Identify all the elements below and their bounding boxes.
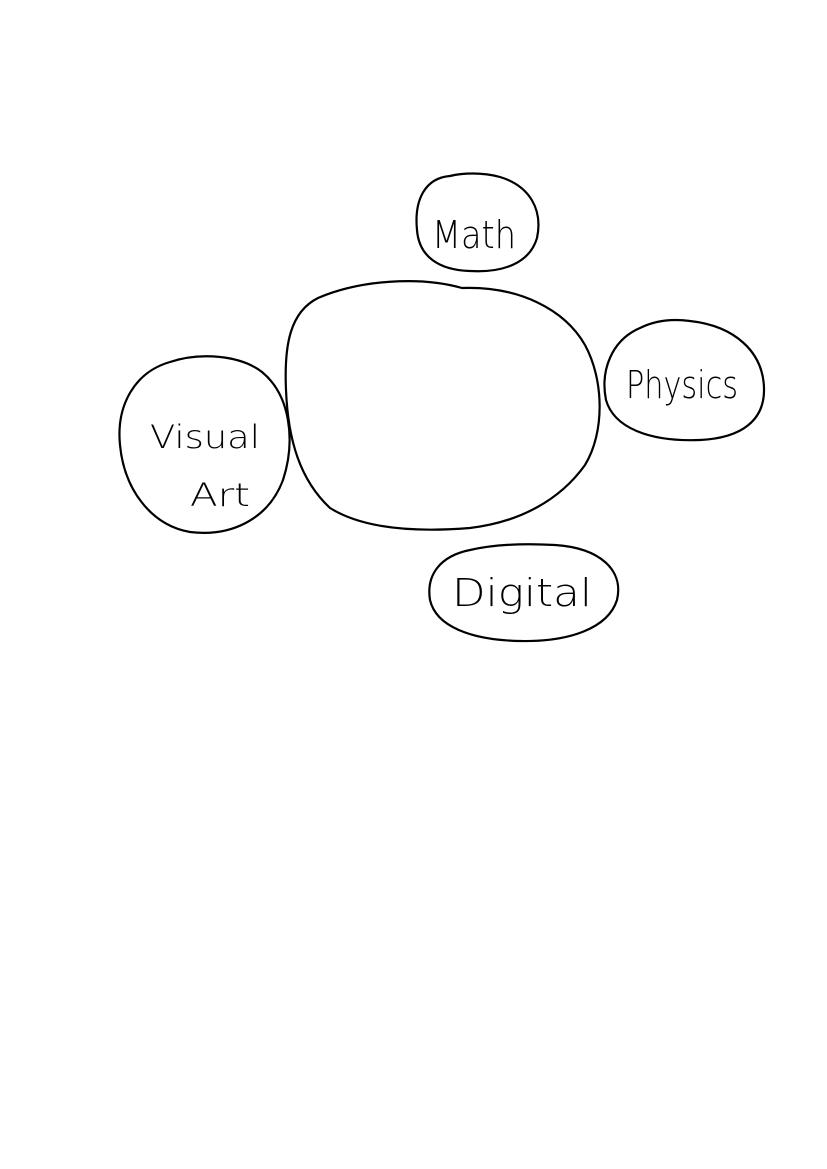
digital-node: Digital [428, 543, 620, 643]
physics-node-label: Physics [626, 363, 738, 407]
visual-art-node: Visual Art [118, 355, 291, 534]
visual-art-node-outline [118, 355, 291, 534]
center-node [284, 280, 601, 531]
physics-node: Physics [603, 318, 766, 442]
digital-node-label: Digital [452, 571, 592, 615]
digital-node-outline [428, 543, 620, 643]
visual-art-node-label-line2: Art [190, 476, 250, 514]
math-node-label: Math [432, 213, 516, 257]
visual-art-node-label-line1: Visual [150, 418, 260, 456]
math-node: Math [415, 172, 540, 273]
center-node-outline [284, 280, 601, 531]
physics-node-outline [603, 318, 766, 442]
math-node-outline [415, 172, 540, 273]
